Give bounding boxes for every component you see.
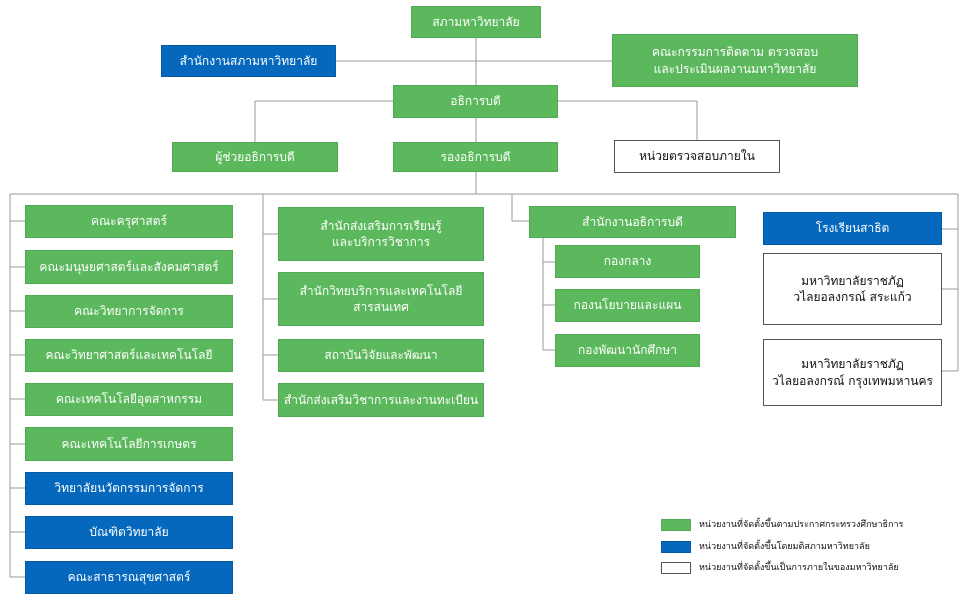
faculty-box[interactable]: วิทยาลัยนวัตกรรมการจัดการ bbox=[25, 472, 233, 505]
legend-swatch-blue bbox=[661, 541, 691, 553]
faculty-box[interactable]: บัณฑิตวิทยาลัย bbox=[25, 516, 233, 549]
faculty-box[interactable]: คณะเทคโนโลยีการเกษตร bbox=[25, 427, 233, 461]
faculty-box[interactable]: คณะสาธารณสุขศาสตร์ bbox=[25, 561, 233, 594]
office-box[interactable]: สำนักส่งเสริมการเรียนรู้ และบริการวิชากา… bbox=[278, 207, 484, 261]
legend-text: หน่วยงานที่จัดตั้งขึ้นโดยมติสภามหาวิทยาล… bbox=[699, 542, 870, 552]
division-box[interactable]: กองกลาง bbox=[555, 245, 700, 278]
office-box[interactable]: สำนักวิทยบริการและเทคโนโลยี สารสนเทศ bbox=[278, 272, 484, 326]
faculty-box[interactable]: คณะเทคโนโลยีอุตสาหกรรม bbox=[25, 383, 233, 416]
node-campus-bangkok[interactable]: มหาวิทยาลัยราชภัฏ วไลยอลงกรณ์ กรุงเทพมหา… bbox=[763, 339, 942, 406]
legend-swatch-green bbox=[661, 519, 691, 531]
division-box[interactable]: กองนโยบายและแผน bbox=[555, 289, 700, 322]
node-campus-sakaeo[interactable]: มหาวิทยาลัยราชภัฏ วไลยอลงกรณ์ สระแก้ว bbox=[763, 253, 942, 325]
office-box[interactable]: สำนักส่งเสริมวิชาการและงานทะเบียน bbox=[278, 383, 484, 417]
legend-text: หน่วยงานที่จัดตั้งขึ้นตามประกาศกระทรวงศึ… bbox=[699, 520, 904, 530]
node-demonstration-school[interactable]: โรงเรียนสาธิต bbox=[763, 212, 942, 245]
faculty-box[interactable]: คณะมนุษยศาสตร์และสังคมศาสตร์ bbox=[25, 250, 233, 284]
node-vice-president[interactable]: รองอธิการบดี bbox=[393, 142, 558, 172]
faculty-box[interactable]: คณะครุศาสตร์ bbox=[25, 205, 233, 238]
faculty-box[interactable]: คณะวิทยาการจัดการ bbox=[25, 295, 233, 328]
legend-swatch-white bbox=[661, 562, 691, 574]
node-assistant-president[interactable]: ผู้ช่วยอธิการบดี bbox=[172, 142, 338, 172]
division-box[interactable]: กองพัฒนานักศึกษา bbox=[555, 334, 700, 367]
node-internal-audit[interactable]: หน่วยตรวจสอบภายใน bbox=[614, 140, 780, 173]
legend-text: หน่วยงานที่จัดตั้งขึ้นเป็นการภายในของมหา… bbox=[699, 563, 899, 573]
node-president[interactable]: อธิการบดี bbox=[393, 85, 558, 118]
faculty-box[interactable]: คณะวิทยาศาสตร์และเทคโนโลยี bbox=[25, 339, 233, 372]
node-council-office[interactable]: สำนักงานสภามหาวิทยาลัย bbox=[161, 45, 336, 77]
node-president-office[interactable]: สำนักงานอธิการบดี bbox=[529, 206, 736, 238]
node-council[interactable]: สภามหาวิทยาลัย bbox=[411, 6, 541, 38]
node-committee[interactable]: คณะกรรมการติดตาม ตรวจสอบ และประเมินผลงาน… bbox=[612, 34, 858, 87]
office-box[interactable]: สถาบันวิจัยและพัฒนา bbox=[278, 339, 484, 372]
